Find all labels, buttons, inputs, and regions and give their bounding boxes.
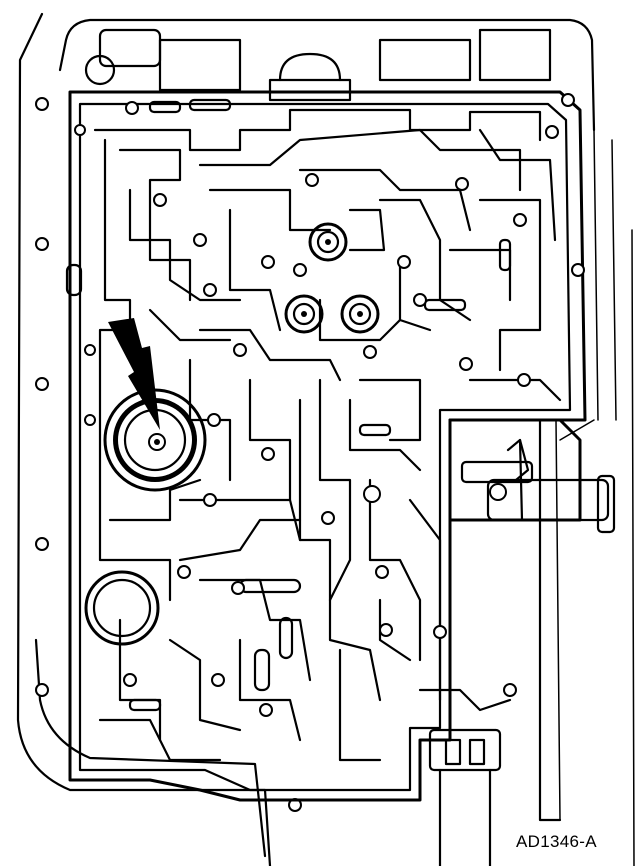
indicator-arrow [108,318,160,430]
valve-body-plate [68,90,587,802]
solenoid-bosses [284,208,386,334]
bottom-connector [418,688,512,866]
passage-slots [65,98,512,712]
lower-left-boss [84,570,160,646]
figure-label: AD1346-A [516,832,597,851]
case-top-features [84,28,552,102]
fluid-passages [93,108,562,762]
transmission-case-outline [16,12,635,866]
manual-lever-assembly [448,418,616,822]
valve-body-bolt-holes [74,93,585,717]
